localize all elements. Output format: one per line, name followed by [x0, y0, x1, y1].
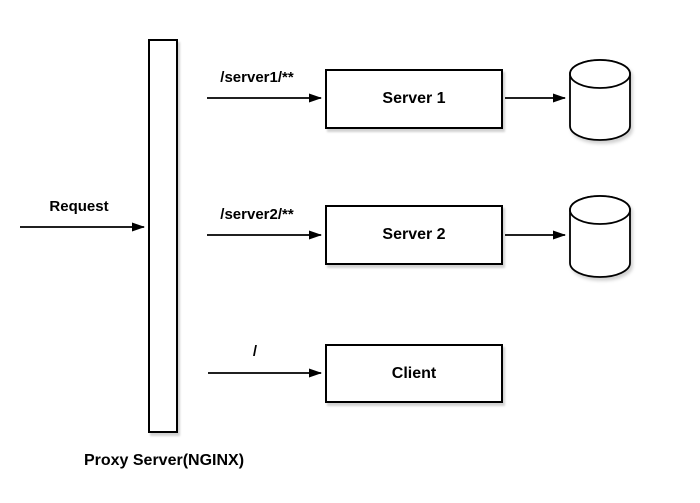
- route-server2-path-label: /server2/**: [220, 206, 294, 223]
- database2-icon: [569, 195, 631, 278]
- client-label: Client: [391, 364, 437, 382]
- proxy-server-node: [148, 39, 178, 433]
- server2-node: Server 2: [325, 205, 503, 265]
- proxy-server-caption: Proxy Server(NGINX): [83, 452, 245, 469]
- database1-icon: [569, 59, 631, 141]
- client-node: Client: [325, 344, 503, 403]
- server1-node: Server 1: [325, 69, 503, 129]
- server2-label: Server 2: [382, 226, 446, 243]
- route-client-path-label: /: [252, 343, 258, 360]
- server1-label: Server 1: [382, 90, 446, 107]
- route-server1-path-label: /server1/**: [220, 69, 294, 86]
- request-label: Request: [49, 198, 109, 215]
